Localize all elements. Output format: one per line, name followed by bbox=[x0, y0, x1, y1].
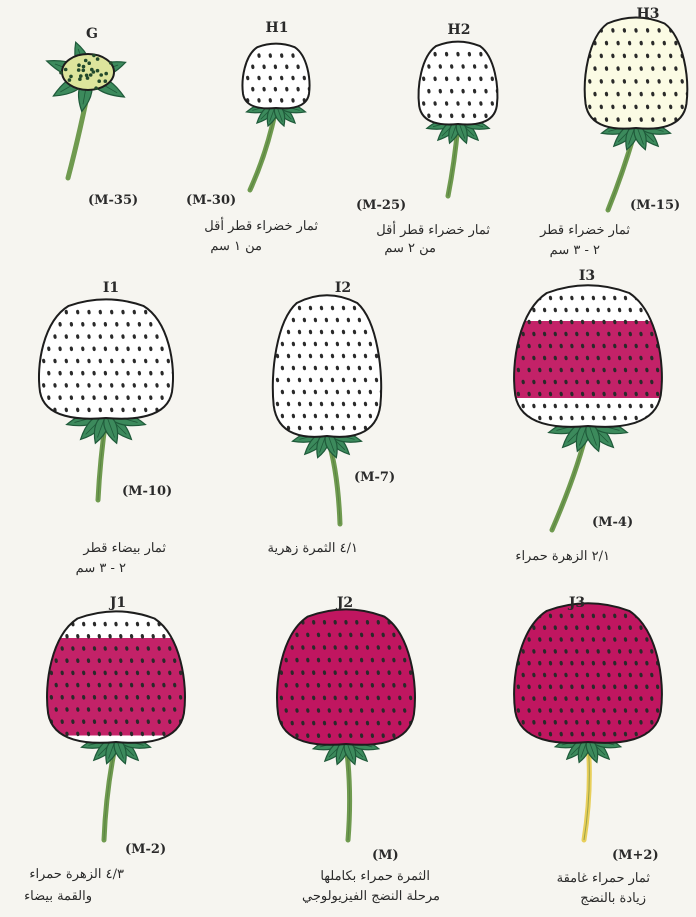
stage-caption-j2-line1: الثمرة حمراء بكاملها bbox=[270, 868, 430, 886]
stage-code-h2: (M-25) bbox=[356, 198, 406, 213]
stage-caption-j3-line2: زيادة بالنضج bbox=[520, 890, 646, 908]
stage-label-h1: H1 bbox=[257, 20, 297, 36]
fruit-h1 bbox=[242, 44, 311, 190]
fruit-j2 bbox=[277, 609, 417, 840]
stage-code-j2: (M) bbox=[372, 848, 399, 863]
fruit-j1 bbox=[41, 611, 191, 840]
stage-label-g: G bbox=[72, 26, 112, 42]
fruit-g bbox=[44, 40, 127, 178]
fruit-i2 bbox=[273, 295, 384, 524]
stage-caption-h3-line1: ثمار خضراء قطر bbox=[490, 222, 630, 240]
stage-label-i2: I2 bbox=[323, 280, 363, 296]
stage-caption-i1-line2: ٢ - ٣ سم bbox=[6, 560, 126, 578]
stage-label-h3: H3 bbox=[628, 6, 668, 22]
stage-caption-i1-line1: ثمار بيضاء قطر bbox=[6, 540, 166, 558]
stage-code-j3: (M+2) bbox=[612, 848, 659, 863]
stage-caption-h3-line2: ٢ - ٣ سم bbox=[490, 242, 600, 260]
stage-caption-i2: ٤/١ الثمرة زهرية bbox=[240, 540, 358, 558]
stage-code-j1: (M-2) bbox=[125, 842, 166, 857]
stage-caption-h1-line1: ثمار خضراء قطر أقل bbox=[158, 218, 318, 236]
stage-label-h2: H2 bbox=[439, 22, 479, 38]
fruit-h3 bbox=[585, 17, 690, 210]
stage-label-j3: J3 bbox=[557, 595, 597, 611]
stage-caption-h1-line2: من ١ سم bbox=[158, 238, 262, 256]
stage-code-g: (M-35) bbox=[88, 193, 138, 208]
stage-label-j2: J2 bbox=[325, 595, 365, 611]
stage-code-h3: (M-15) bbox=[630, 198, 680, 213]
stage-caption-h2-line1: ثمار خضراء قطر أقل bbox=[330, 222, 490, 240]
stage-caption-j3-line1: ثمار حمراء غامقة bbox=[520, 870, 650, 888]
stage-caption-i3: ٢/١ الزهرة حمراء bbox=[490, 548, 610, 566]
stage-caption-j1-line1: ٤/٣ الزهرة حمراء bbox=[4, 866, 124, 884]
stage-caption-h2-line2: من ٢ سم bbox=[330, 240, 436, 258]
stage-label-j1: J1 bbox=[98, 595, 138, 611]
fruit-h2 bbox=[419, 42, 500, 196]
stage-caption-j2-line2: مرحلة النضج الفيزيولوجي bbox=[262, 888, 440, 906]
stage-caption-j1-line2: والقمة بيضاء bbox=[4, 888, 92, 906]
stage-code-h1: (M-30) bbox=[186, 193, 236, 208]
fruit-i3 bbox=[508, 285, 668, 530]
stage-label-i3: I3 bbox=[567, 268, 607, 284]
stage-label-i1: I1 bbox=[91, 280, 131, 296]
fruit-i1 bbox=[39, 299, 175, 500]
stage-code-i1: (M-10) bbox=[122, 484, 172, 499]
stage-code-i2: (M-7) bbox=[354, 470, 395, 485]
fruit-j3 bbox=[514, 603, 664, 840]
stage-code-i3: (M-4) bbox=[592, 515, 633, 530]
